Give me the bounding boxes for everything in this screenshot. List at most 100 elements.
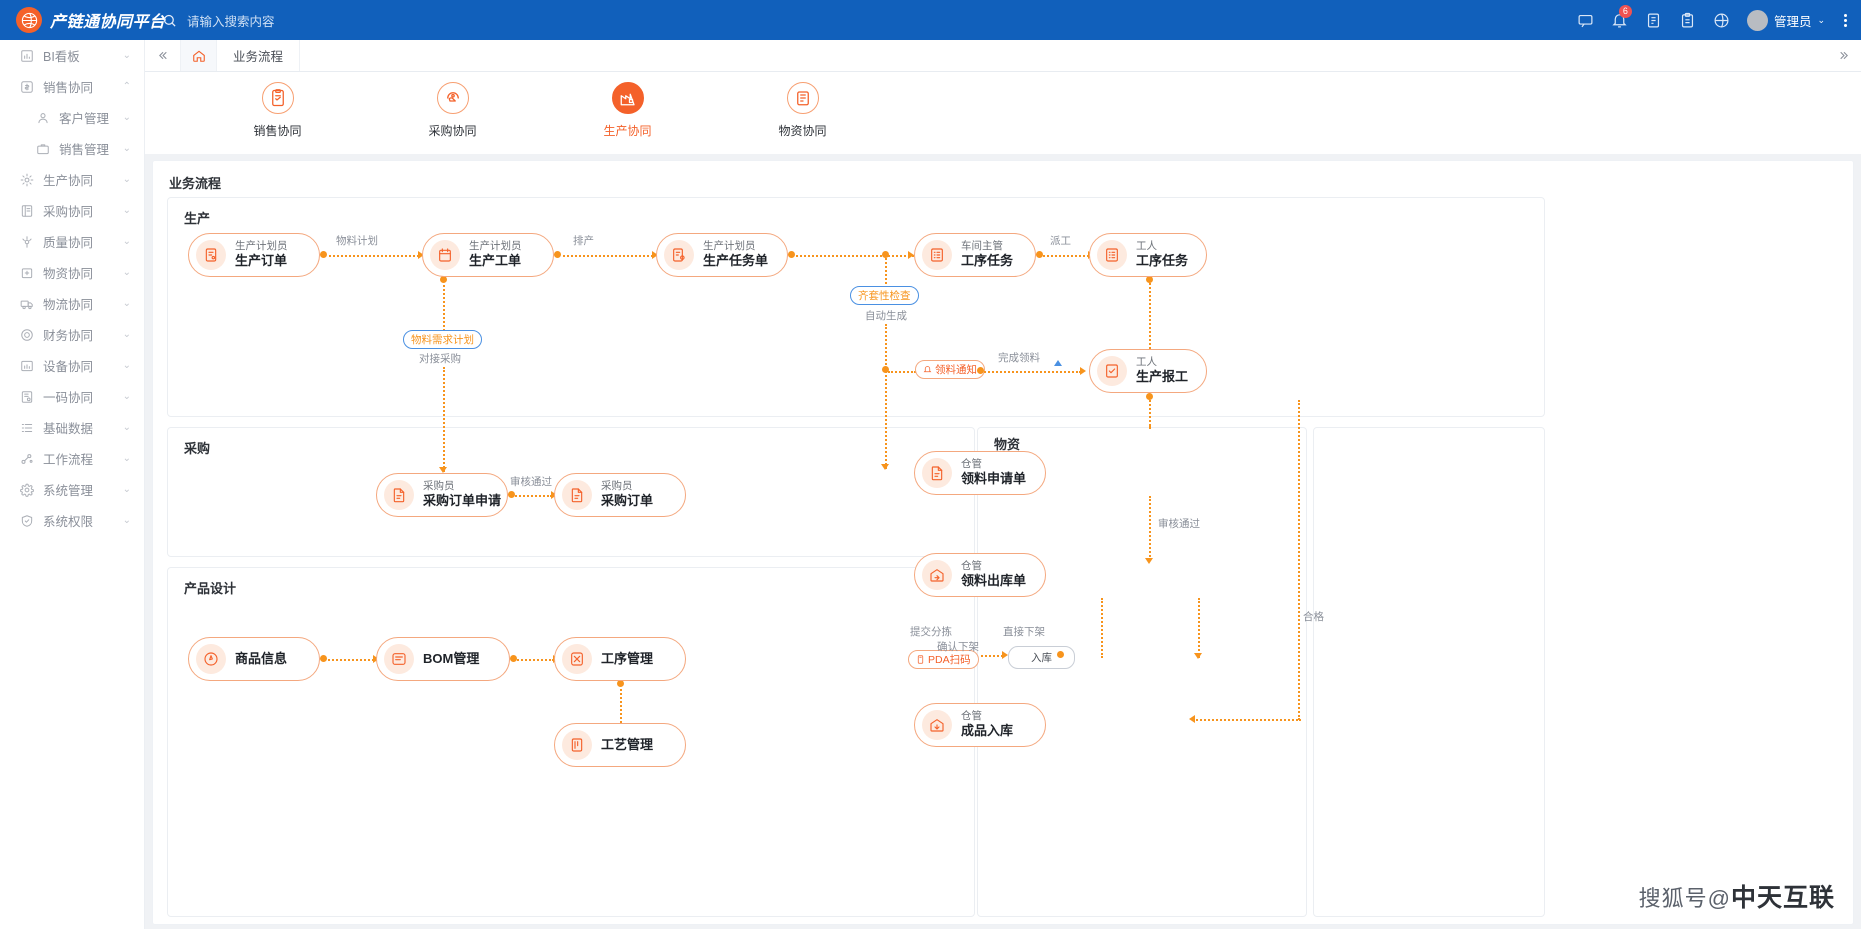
flow-node-n7[interactable]: 采购员采购订单申请 [376,473,508,517]
home-icon[interactable] [181,40,217,71]
message-icon[interactable] [1577,12,1594,29]
flow-node-n4[interactable]: 车间主管工序任务 [914,233,1036,277]
node-text: 工艺管理 [601,737,653,753]
node-text: 工人生产报工 [1136,356,1188,385]
sidebar-item-0[interactable]: BI看板⌄ [0,40,144,71]
edge-dot [440,276,447,283]
sales-contract-icon [261,82,294,114]
chevron-icon: ⌄ [122,329,131,340]
flow-node-n12[interactable]: 商品信息 [188,637,320,681]
pill-pda-scan[interactable]: PDA扫码 [908,650,979,669]
edge-line [324,255,419,257]
sidebar-item-13[interactable]: 工作流程⌄ [0,443,144,474]
warehouse-in-icon [922,710,952,740]
sidebar-item-1[interactable]: 销售协同⌃ [0,71,144,102]
sidebar-item-3[interactable]: 销售管理⌄ [0,133,144,164]
watermark: 搜狐号@中天互联 [1639,878,1835,914]
node-name: 生产工单 [469,253,522,269]
more-vertical-icon[interactable] [1844,13,1847,27]
node-role: 生产计划员 [703,240,756,253]
watermark-text: 中天互联 [1730,884,1835,912]
module-tab-2[interactable]: 生产协同 [540,82,715,139]
edge-arrow-icon [418,251,424,259]
sidebar-item-label: 财务协同 [43,329,94,343]
process-icon [562,644,592,674]
flow-node-n13[interactable]: BOM管理 [376,637,510,681]
module-tab-0[interactable]: 销售协同 [190,82,365,139]
note-icon[interactable] [1645,12,1662,29]
chevron-icon: ⌄ [122,453,131,464]
sidebar-item-4[interactable]: 生产协同⌄ [0,164,144,195]
sidebar-item-14[interactable]: 系统管理⌄ [0,474,144,505]
pill-label: PDA扫码 [928,654,971,666]
edge-line [1193,719,1301,721]
flow-canvas: 业务流程 生产 采购 产品设计 物资 物料计划 排产 派工 齐套性检查 自动生成… [152,160,1854,925]
notification-badge: 6 [1618,4,1632,18]
header-search[interactable]: 请输入搜索内容 [162,11,275,30]
globe-icon[interactable] [1713,12,1730,29]
flow-node-n3[interactable]: 生产计划员生产任务单 [656,233,788,277]
flow-node-n9[interactable]: 仓管领料申请单 [914,451,1046,495]
flow-node-n8[interactable]: 采购员采购订单 [554,473,686,517]
node-role: 工人 [1136,356,1157,369]
flow-node-n15[interactable]: 工艺管理 [554,723,686,767]
flow-node-n6[interactable]: 工人生产报工 [1089,349,1207,393]
module-tab-3[interactable]: 物资协同 [715,82,890,139]
edge-dot [320,251,327,258]
user-menu[interactable]: 管理员 ⌄ [1746,9,1825,31]
edge-line [443,280,445,335]
module-tab-1[interactable]: 采购协同 [365,82,540,139]
search-icon [162,13,177,28]
chevron-icon: ⌄ [122,391,131,402]
chevron-icon: ⌄ [122,267,131,278]
pill-inbound[interactable]: 入库 [1008,646,1075,669]
edge-line [514,659,554,661]
search-placeholder: 请输入搜索内容 [187,14,275,29]
sidebar-item-9[interactable]: 财务协同 ⌄ [0,319,144,350]
avatar [1746,9,1768,31]
flow-node-n11[interactable]: 仓管成品入库 [914,703,1046,747]
flow-node-n1[interactable]: 生产计划员生产订单 [188,233,320,277]
edge-dot [1057,651,1064,658]
edge-label-connect-purchase: 对接采购 [419,353,461,365]
clipboard-icon[interactable] [1679,12,1696,29]
tab-business-process[interactable]: 业务流程 [217,40,301,71]
sidebar-item-11[interactable]: 一码协同 ⌄ [0,381,144,412]
flow-node-n14[interactable]: 工序管理 [554,637,686,681]
sidebar-item-6[interactable]: 质量协同⌄ [0,226,144,257]
sidebar-item-12[interactable]: 基础数据⌄ [0,412,144,443]
pill-completeness-check[interactable]: 齐套性检查 [850,286,919,305]
sidebar-item-5[interactable]: 采购协同⌄ [0,195,144,226]
brand[interactable]: 产链通协同平台 [0,7,165,33]
edge-line [1040,255,1089,257]
edge-dot [882,251,889,258]
sidebar-item-label: 一码协同 [43,391,94,405]
edge-arrow-icon [908,251,914,259]
checklist-icon [1097,240,1127,270]
doc-icon [922,458,952,488]
flow-node-n5[interactable]: 工人工序任务 [1089,233,1207,277]
bell-icon[interactable]: 6 [1611,4,1632,29]
sidebar-item-label: 生产协同 [43,174,94,188]
edge-line [1149,496,1151,561]
sidebar-item-15[interactable]: 系统权限⌄ [0,505,144,536]
node-role: 生产计划员 [469,240,522,253]
flow-node-n2[interactable]: 生产计划员生产工单 [422,233,554,277]
edge-dot [882,366,889,373]
node-text: 采购员采购订单 [601,480,653,509]
sidebar-item-10[interactable]: 设备协同⌄ [0,350,144,381]
sidebar-item-2[interactable]: 客户管理⌄ [0,102,144,133]
sidebar-collapse-button[interactable] [145,40,181,71]
node-text: 采购员采购订单申请 [423,480,501,509]
pill-mrp[interactable]: 物料需求计划 [403,330,482,349]
chevron-icon: ⌄ [122,360,131,371]
sidebar-item-8[interactable]: 物流协同⌄ [0,288,144,319]
node-name: 采购订单 [601,493,654,509]
quality-icon [20,235,34,249]
flow-icon [20,452,34,466]
pill-material-notice[interactable]: 领料通知 [915,360,985,379]
flow-node-n10[interactable]: 仓管领料出库单 [914,553,1046,597]
edge-dot [320,655,327,662]
expand-right-button[interactable] [1827,40,1861,71]
sidebar-item-7[interactable]: 物资协同⌄ [0,257,144,288]
